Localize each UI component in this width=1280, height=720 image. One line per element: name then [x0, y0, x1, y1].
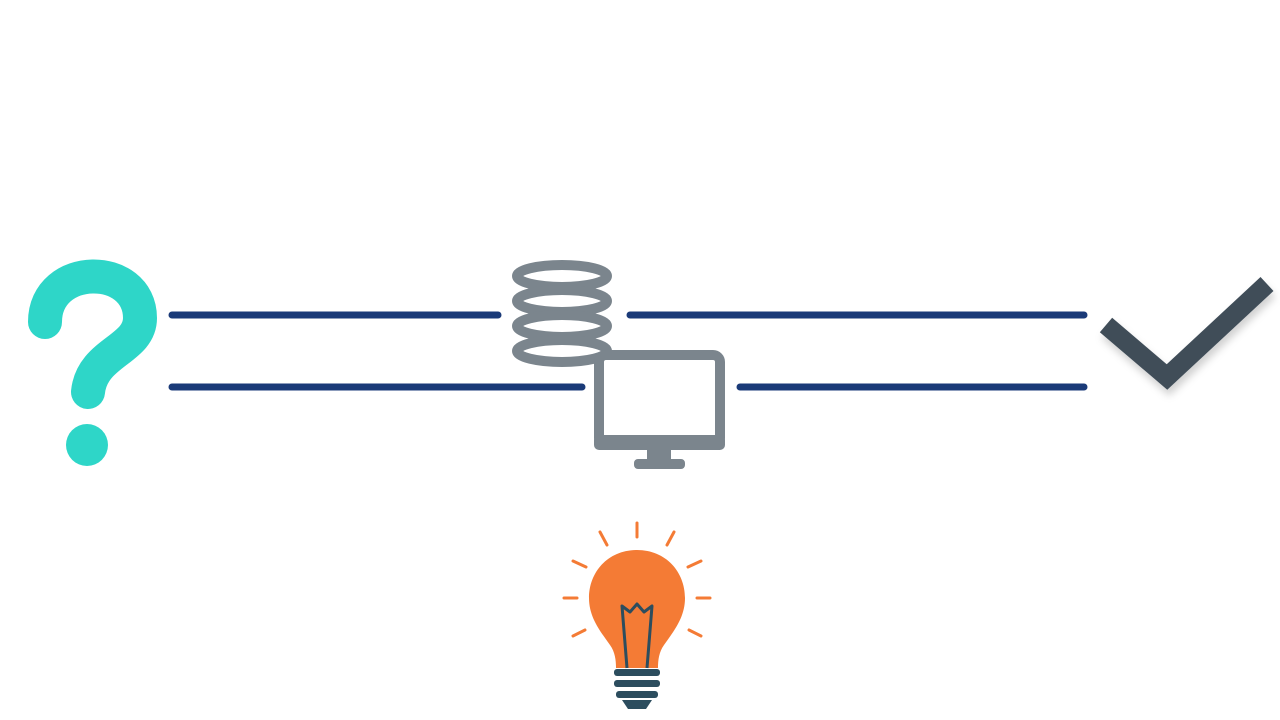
- lightbulb-base: [614, 669, 660, 709]
- lightbulb-filament: [620, 602, 654, 669]
- database-icon: [512, 260, 612, 367]
- connector-lines: [168, 311, 1088, 391]
- question-mark-icon: [28, 259, 158, 466]
- checkmark-icon: [1099, 277, 1274, 390]
- lightbulb-rays: [562, 521, 712, 638]
- lightbulb-icon: [562, 521, 712, 709]
- lightbulb-glass: [589, 550, 685, 668]
- monitor-icon: [594, 350, 725, 469]
